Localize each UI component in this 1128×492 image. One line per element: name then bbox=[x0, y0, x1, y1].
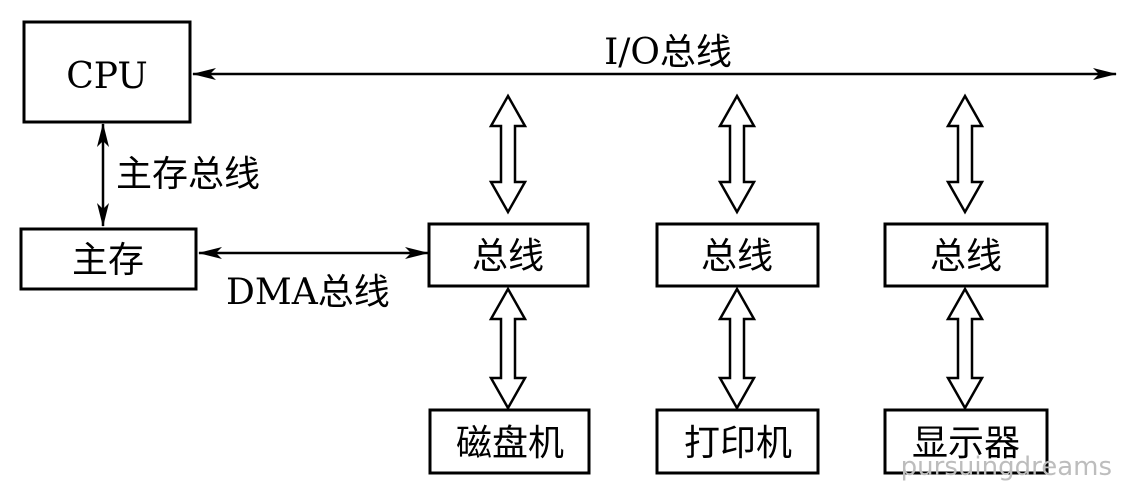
controller-label-2: 总线 bbox=[701, 236, 773, 277]
cpu-label: CPU bbox=[66, 56, 147, 97]
cpu-box bbox=[22, 20, 192, 124]
controller-label-1: 总线 bbox=[472, 236, 544, 277]
device-label-display: 显示器 bbox=[912, 423, 1020, 464]
controller-box-3 bbox=[883, 222, 1049, 288]
double-arrow-controller-to-device-3 bbox=[945, 286, 985, 411]
double-arrow-controller-to-device-2 bbox=[717, 286, 757, 411]
double-arrow-io-to-controller-3 bbox=[945, 93, 985, 215]
device-box-disk bbox=[428, 408, 591, 475]
controller-label-3: 总线 bbox=[930, 236, 1002, 277]
io-bus-label: I/O总线 bbox=[604, 32, 732, 73]
controller-box-1 bbox=[427, 222, 590, 288]
controller-box-2 bbox=[655, 222, 820, 288]
main-memory-label: 主存 bbox=[72, 240, 144, 281]
double-arrow-io-to-controller-1 bbox=[488, 93, 528, 215]
device-box-printer bbox=[655, 408, 820, 475]
device-box-display bbox=[883, 408, 1049, 475]
watermark: pursuingdreams bbox=[901, 452, 1112, 482]
device-label-printer: 打印机 bbox=[684, 423, 792, 464]
device-label-disk: 磁盘机 bbox=[456, 423, 564, 464]
double-arrow-io-to-controller-2 bbox=[717, 93, 757, 215]
double-arrow-controller-to-device-1 bbox=[488, 286, 528, 411]
main-memory-box bbox=[19, 227, 198, 291]
memory-bus-label: 主存总线 bbox=[116, 154, 260, 195]
dma-bus-label: DMA总线 bbox=[226, 272, 390, 313]
